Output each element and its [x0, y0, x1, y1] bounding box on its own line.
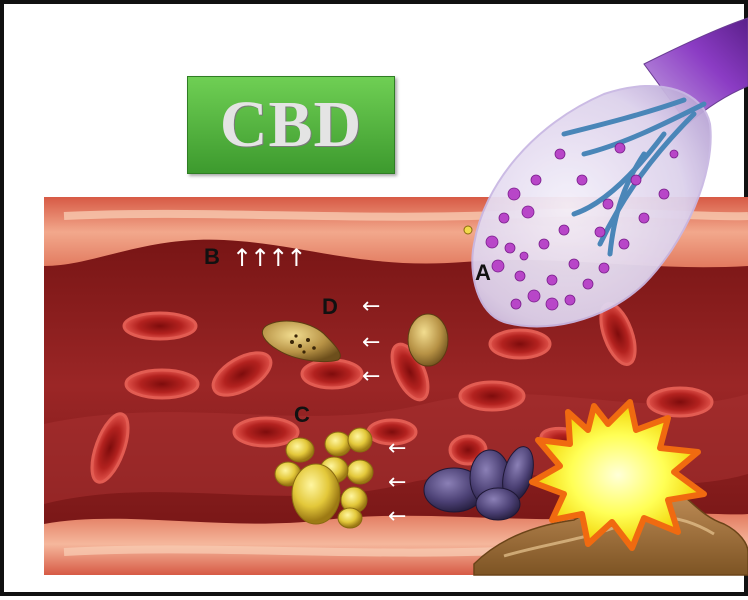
rbc	[460, 382, 524, 410]
label-d: D	[322, 294, 338, 320]
activated-cell-d2	[408, 314, 448, 366]
title-box: CBD	[187, 76, 395, 174]
arrow-left-icon: ←	[362, 296, 380, 318]
arrow-left-icon: ←	[388, 472, 406, 494]
rbc	[126, 370, 198, 398]
arrow-left-icon: ←	[362, 332, 380, 354]
label-b: B	[204, 244, 220, 270]
rbc	[302, 360, 362, 388]
arrow-left-icon: ←	[388, 506, 406, 528]
rbc	[648, 388, 712, 416]
rbc	[490, 330, 550, 358]
label-a: A	[475, 260, 491, 286]
title-text: CBD	[220, 87, 362, 163]
rbc	[124, 313, 196, 339]
release-vesicle	[464, 226, 472, 234]
arrow-left-icon: ←	[362, 366, 380, 388]
arrows-up-icon: ↑↑↑↑	[232, 244, 304, 272]
arrow-left-icon: ←	[388, 438, 406, 460]
label-c: C	[294, 402, 310, 428]
rbc	[234, 418, 298, 446]
